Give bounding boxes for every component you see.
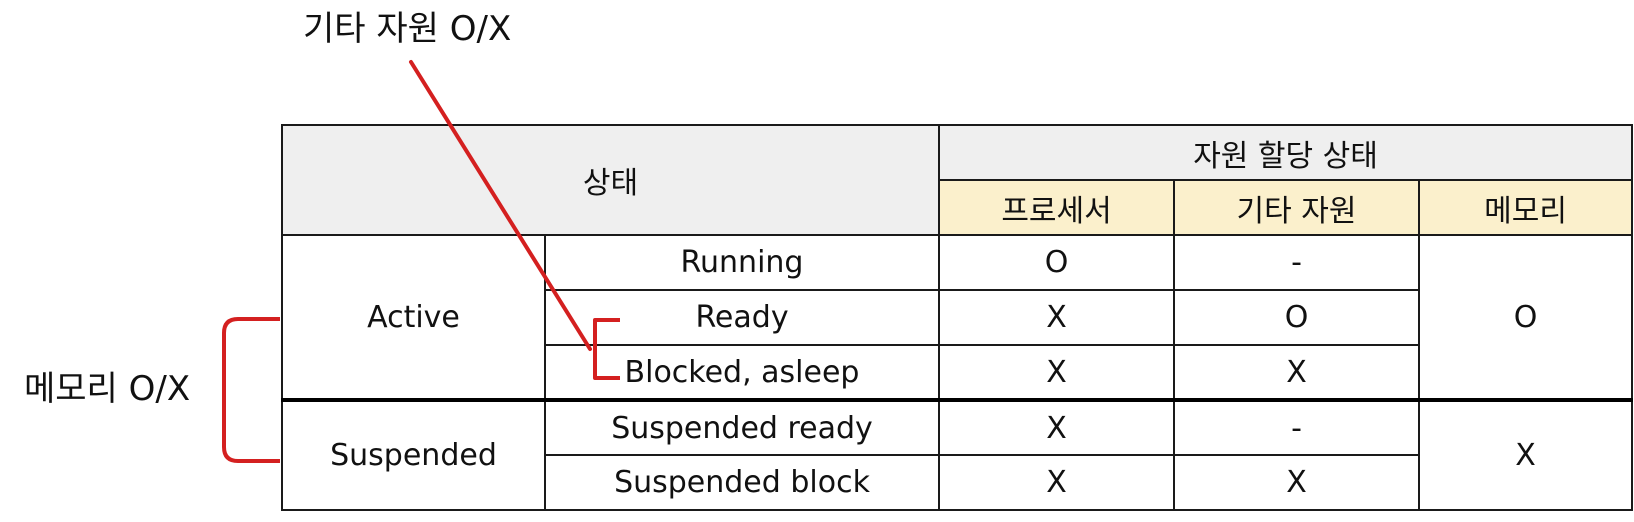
- annotation-memory: 메모리 O/X: [24, 369, 191, 409]
- other-resources-cell: O: [1173, 289, 1421, 346]
- other-resources-cell: -: [1173, 398, 1421, 456]
- table-row: Active Running O - O: [281, 234, 1634, 401]
- state-running: Running: [543, 234, 941, 291]
- memory-cell-suspended: X: [1418, 398, 1634, 511]
- other-resources-cell: X: [1173, 454, 1421, 511]
- annotation-other-resources: 기타 자원 O/X: [303, 9, 512, 49]
- processor-cell: X: [938, 289, 1176, 346]
- processor-cell: X: [938, 344, 1176, 401]
- table-row: Blocked, asleep X X: [282, 344, 1632, 401]
- processor-cell: X: [938, 398, 1176, 456]
- memory-cell-active: O: [1418, 234, 1634, 401]
- table-row: Suspended block X X: [282, 454, 1632, 511]
- state-ready: Ready: [543, 289, 941, 346]
- group-active: Active: [281, 234, 546, 401]
- other-resources-cell: X: [1173, 344, 1421, 401]
- processor-cell: O: [938, 234, 1176, 291]
- table-row: Suspended Suspended ready X - X: [281, 398, 1634, 511]
- allocation-header: 자원 할당 상태: [938, 124, 1634, 181]
- other-resources-header: 기타 자원: [1173, 179, 1421, 236]
- processor-cell: X: [938, 454, 1176, 511]
- other-resources-cell: -: [1173, 234, 1421, 291]
- state-blocked: Blocked, asleep: [543, 344, 941, 401]
- state-suspended-ready: Suspended ready: [543, 398, 941, 456]
- memory-header: 메모리: [1418, 179, 1634, 236]
- state-suspended-block: Suspended block: [543, 454, 941, 511]
- state-header: 상태: [280, 124, 941, 236]
- group-suspended: Suspended: [281, 398, 546, 511]
- bracket-memory: [222, 317, 280, 463]
- process-state-table: 상태 자원 할당 상태 프로세서 기타 자원 메모리 Active Runnin…: [280, 124, 1634, 511]
- processor-header: 프로세서: [938, 179, 1176, 236]
